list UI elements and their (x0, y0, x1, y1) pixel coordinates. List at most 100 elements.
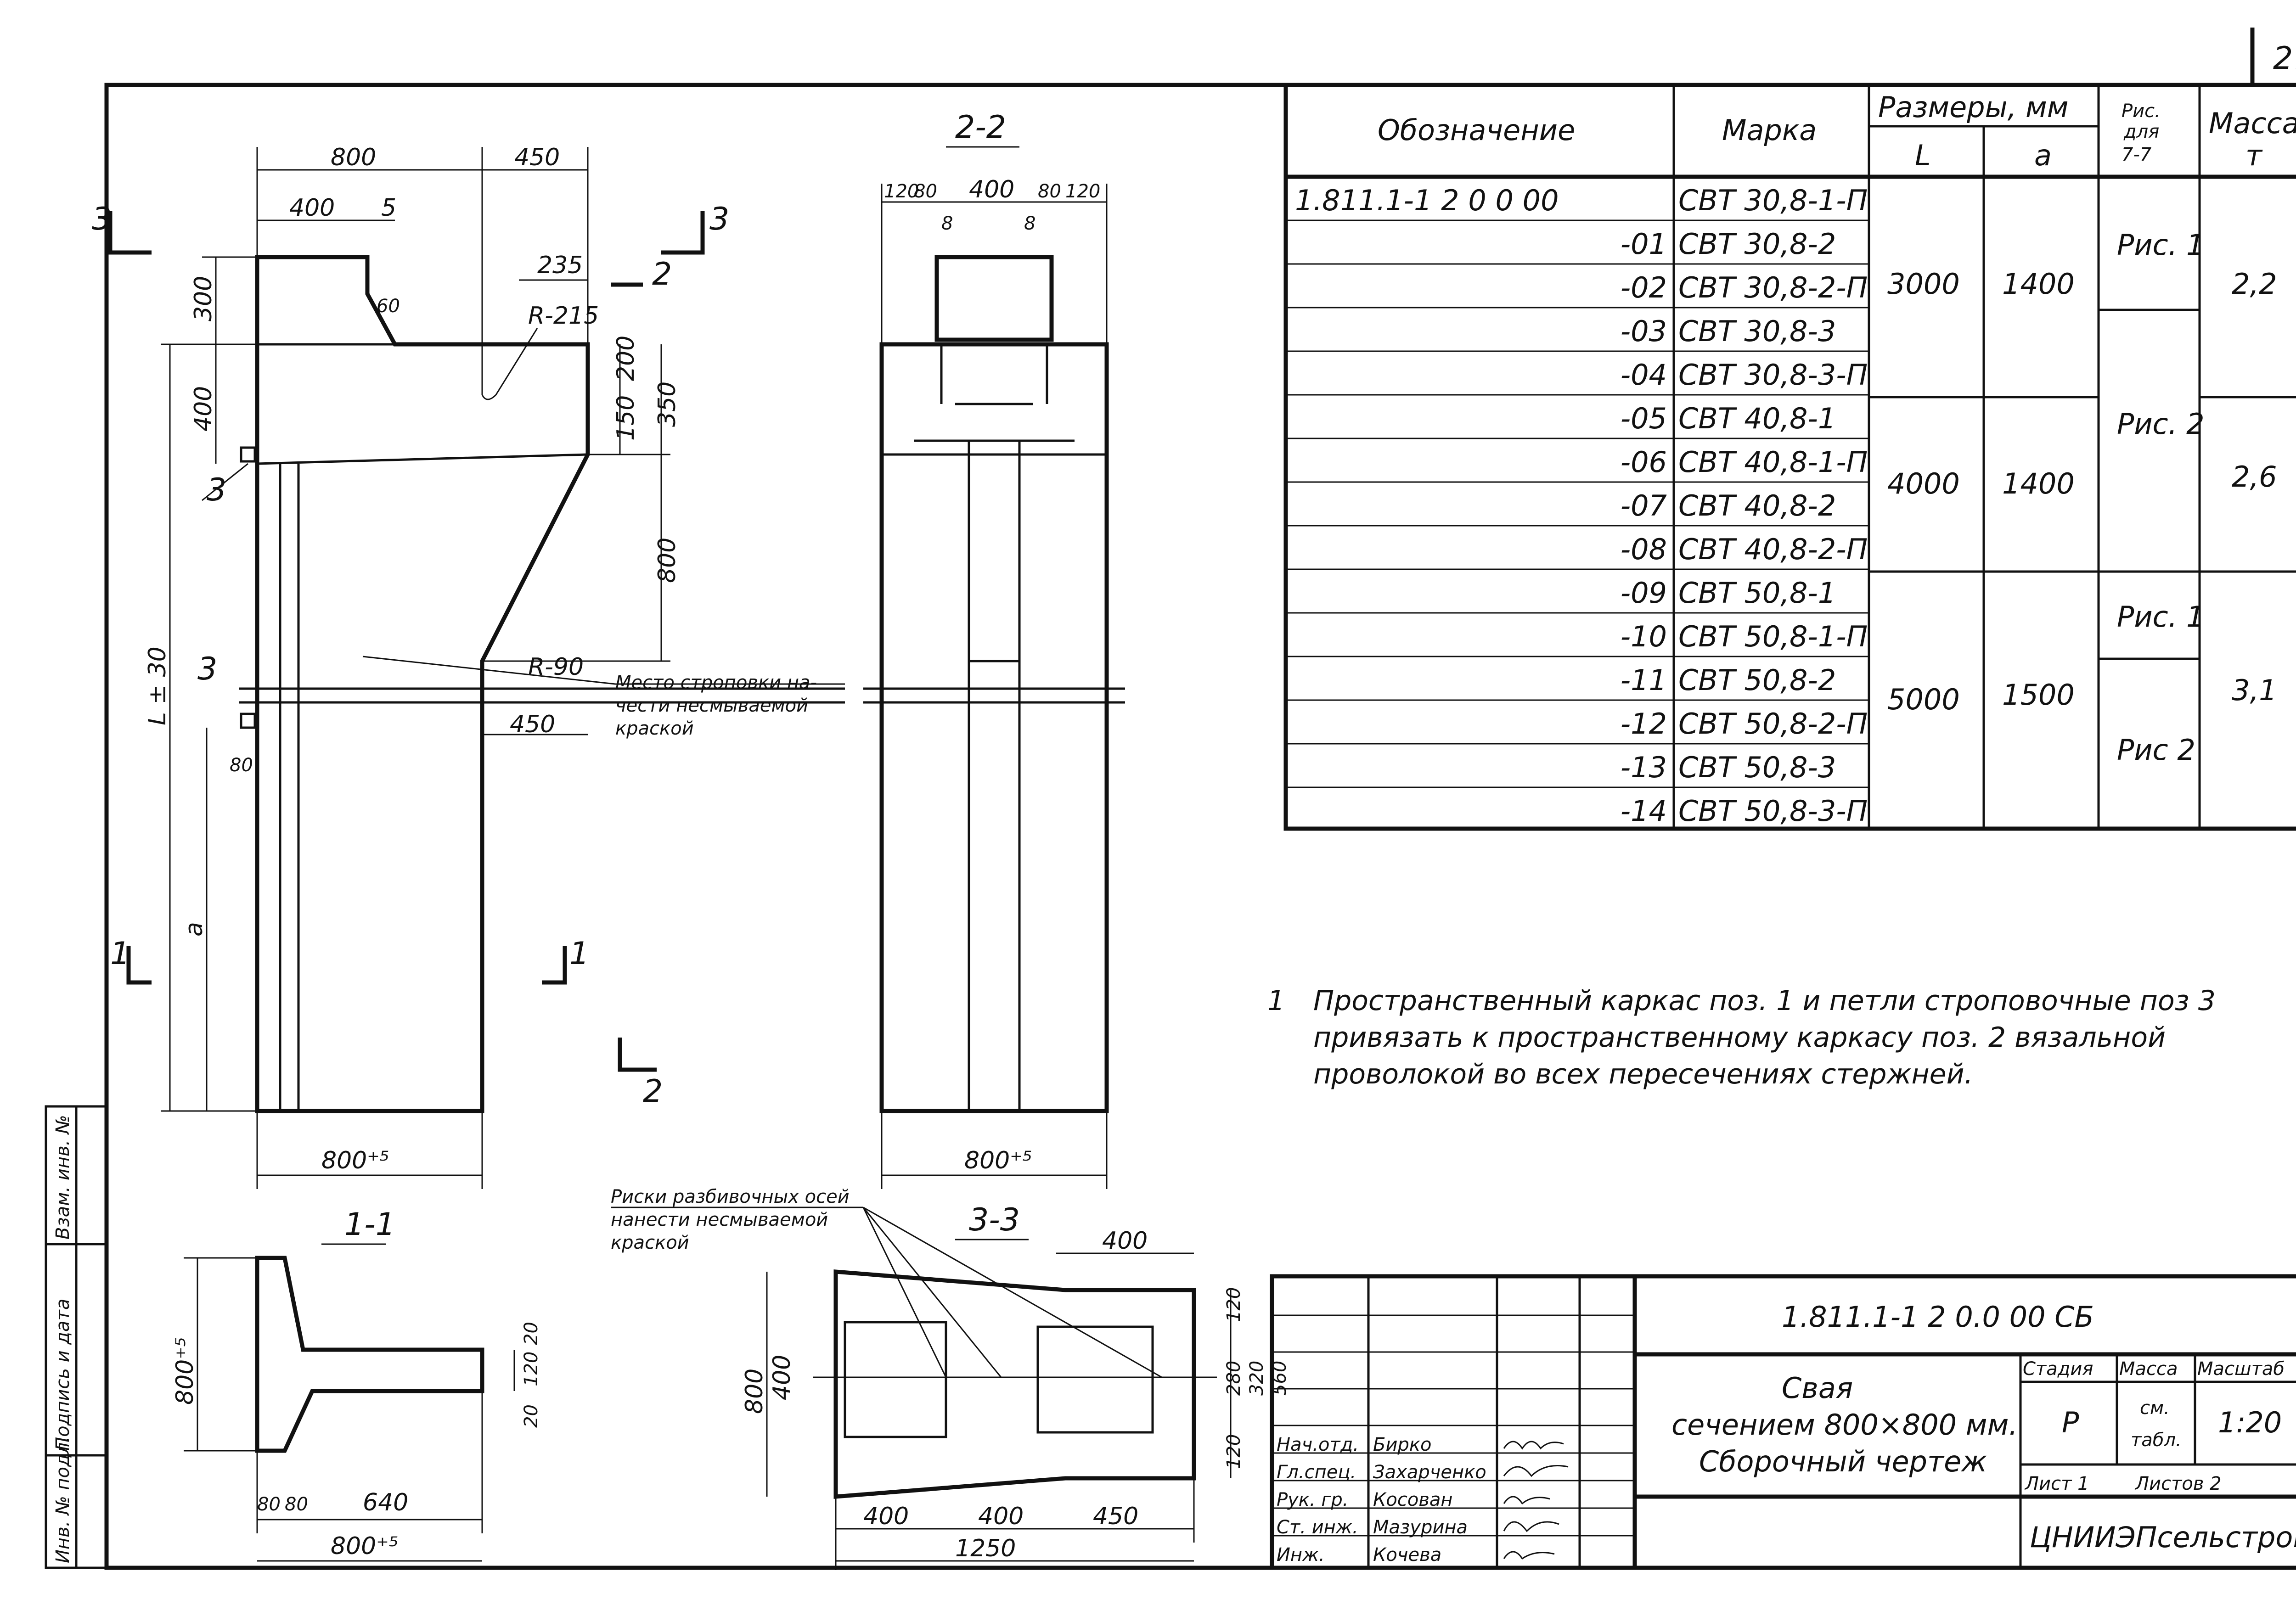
dim-33-400l: 400 (768, 1355, 796, 1400)
dim-22-400: 400 (969, 176, 1014, 203)
table-row-designation: -07 (1621, 489, 1667, 522)
dim-L30: L ± 30 (144, 646, 171, 725)
th-a: a (2034, 139, 2052, 172)
table-row-mark: СВТ 50,8-2 (1678, 663, 1836, 697)
dim-11-800: 800⁺⁵ (171, 1337, 199, 1405)
page-number: 27 (2273, 40, 2296, 77)
tb-sheets: Листов 2 (2134, 1473, 2222, 1494)
table-row-mark: СВТ 50,8-3 (1678, 751, 1836, 784)
dim-33-280: 280 (1223, 1361, 1244, 1396)
table-row-designation: -14 (1621, 794, 1667, 828)
dim-a: a (180, 922, 208, 937)
dim-bottom-800: 800⁺⁵ (321, 1147, 389, 1174)
dim-33-450: 450 (1093, 1503, 1138, 1530)
group2-a: 1400 (2002, 467, 2075, 500)
signature-1 (1503, 1441, 1564, 1450)
note-line-1: Пространственный каркас поз. 1 и петли с… (1313, 985, 2216, 1017)
dim-33-400b: 400 (978, 1503, 1024, 1530)
dim-11-bottom: 800⁺⁵ (331, 1532, 399, 1560)
dim-33-320: 320 (1246, 1361, 1267, 1396)
tb-org: ЦНИИЭПсельстрой (2030, 1521, 2296, 1554)
table-row-designation: 1.811.1-1 2 0 0 00 (1295, 184, 1559, 217)
dim-450-top: 450 (514, 144, 560, 171)
dim-33-1250: 1250 (955, 1535, 1016, 1562)
role-label: Гл.спец. (1277, 1462, 1356, 1483)
axes-note-3: краской (611, 1232, 689, 1253)
stamp-inv: Инв. № подл. (52, 1436, 73, 1563)
lift-note-1: Место строповки на- (615, 672, 817, 693)
pile-outline (255, 255, 590, 1113)
dim-150: 150 (612, 395, 640, 441)
dim-235: 235 (537, 252, 583, 279)
table-row-designation: -06 (1621, 445, 1667, 479)
lift-note-3: краской (615, 718, 694, 739)
dim-400: 400 (289, 194, 335, 222)
fig-2: Рис. 2 (2117, 407, 2205, 441)
group1-a: 1400 (2002, 267, 2075, 301)
table-row-designation: -10 (1621, 620, 1667, 653)
dim-5: 5 (381, 194, 396, 222)
fig-3: Рис. 1 (2117, 600, 2205, 634)
axes-note-2: нанести несмываемой (611, 1209, 828, 1230)
dim-11-640: 640 (363, 1489, 408, 1516)
note-number: 1 (1267, 985, 1285, 1017)
view-2-2: 2-2 800⁺⁵ 120 80 400 80 120 8 8 (863, 109, 1125, 1189)
group3-a: 1500 (2002, 678, 2075, 712)
table-row-mark: СВТ 40,8-1 (1678, 402, 1836, 435)
th-mass-1: Масса, (2209, 107, 2296, 140)
group1-L: 3000 (1887, 267, 1960, 301)
sec-1-left: 1 (110, 936, 130, 972)
fig-1: Рис. 1 (2117, 228, 2205, 262)
th-fig-1: Рис. (2122, 101, 2161, 122)
table-row-mark: СВТ 50,8-1-П (1678, 620, 1868, 653)
role-label: Ст. инж. (1277, 1517, 1358, 1538)
title-3-3: 3-3 (969, 1202, 1020, 1238)
table-row-mark: СВТ 40,8-2-П (1678, 533, 1868, 566)
stamp-sign: Подпись и дата (52, 1299, 73, 1451)
dim-22-bottom: 800⁺⁵ (964, 1147, 1032, 1174)
table-row-mark: СВТ 30,8-1-П (1678, 184, 1868, 217)
table-row-designation: -09 (1621, 576, 1667, 610)
view-1-1: 1-1 800⁺⁵ 20 120 20 80 80 640 800⁺⁵ (171, 1206, 542, 1562)
signature-2 (1503, 1465, 1569, 1477)
dim-11-20b: 20 (521, 1404, 542, 1428)
sec-2-bottom: 2 (643, 1073, 663, 1110)
role-name: Бирко (1373, 1434, 1431, 1455)
dim-450-bottom: 450 (510, 711, 555, 738)
r-90: R-90 (528, 653, 584, 681)
spec-table: Обозначение Марка Размеры, мм L a Рис. д… (1283, 83, 2296, 831)
role-name: Захарченко (1373, 1462, 1486, 1483)
table-row-mark: СВТ 30,8-3 (1678, 314, 1836, 348)
lift-note-2: чести несмываемой (615, 695, 808, 716)
th-designation: Обозначение (1378, 113, 1575, 147)
dim-300: 300 (190, 276, 217, 321)
stamp-vzam: Взам. инв. № (52, 1115, 73, 1240)
sec-2-top: 2 (652, 256, 672, 292)
table-row-designation: -11 (1621, 663, 1667, 697)
table-row-mark: СВТ 30,8-3-П (1678, 358, 1868, 392)
tb-stage: Р (2062, 1406, 2079, 1439)
role-label: Нач.отд. (1277, 1434, 1359, 1455)
dim-22-8b: 8 (1024, 213, 1035, 234)
tb-mass-2: табл. (2131, 1430, 2182, 1451)
dim-60: 60 (377, 296, 400, 317)
dim-11-80b: 80 (285, 1494, 308, 1515)
dim-22-80b: 80 (1038, 181, 1061, 202)
group2-L: 4000 (1887, 467, 1960, 500)
title-2-2: 2-2 (955, 109, 1006, 146)
table-row-mark: СВТ 40,8-1-П (1678, 445, 1868, 479)
table-row-designation: -03 (1621, 314, 1667, 348)
th-fig-3: 7-7 (2122, 144, 2152, 165)
tb-scale-h: Масштаб (2197, 1358, 2285, 1380)
view-3-3: 3-3 Риски разбивочных осей нанести несмы… (611, 1186, 1290, 1570)
table-row-designation: -13 (1621, 751, 1667, 784)
dim-400v: 400 (190, 386, 217, 432)
sec-3-left: 3 (92, 201, 112, 237)
tb-name-3: Сборочный чертеж (1699, 1445, 1987, 1478)
th-mark: Марка (1722, 113, 1817, 147)
table-row-mark: СВТ 50,8-1 (1678, 576, 1836, 610)
dim-350: 350 (653, 382, 681, 427)
table-row-mark: СВТ 50,8-3-П (1678, 794, 1868, 828)
dim-22-8a: 8 (941, 213, 953, 234)
